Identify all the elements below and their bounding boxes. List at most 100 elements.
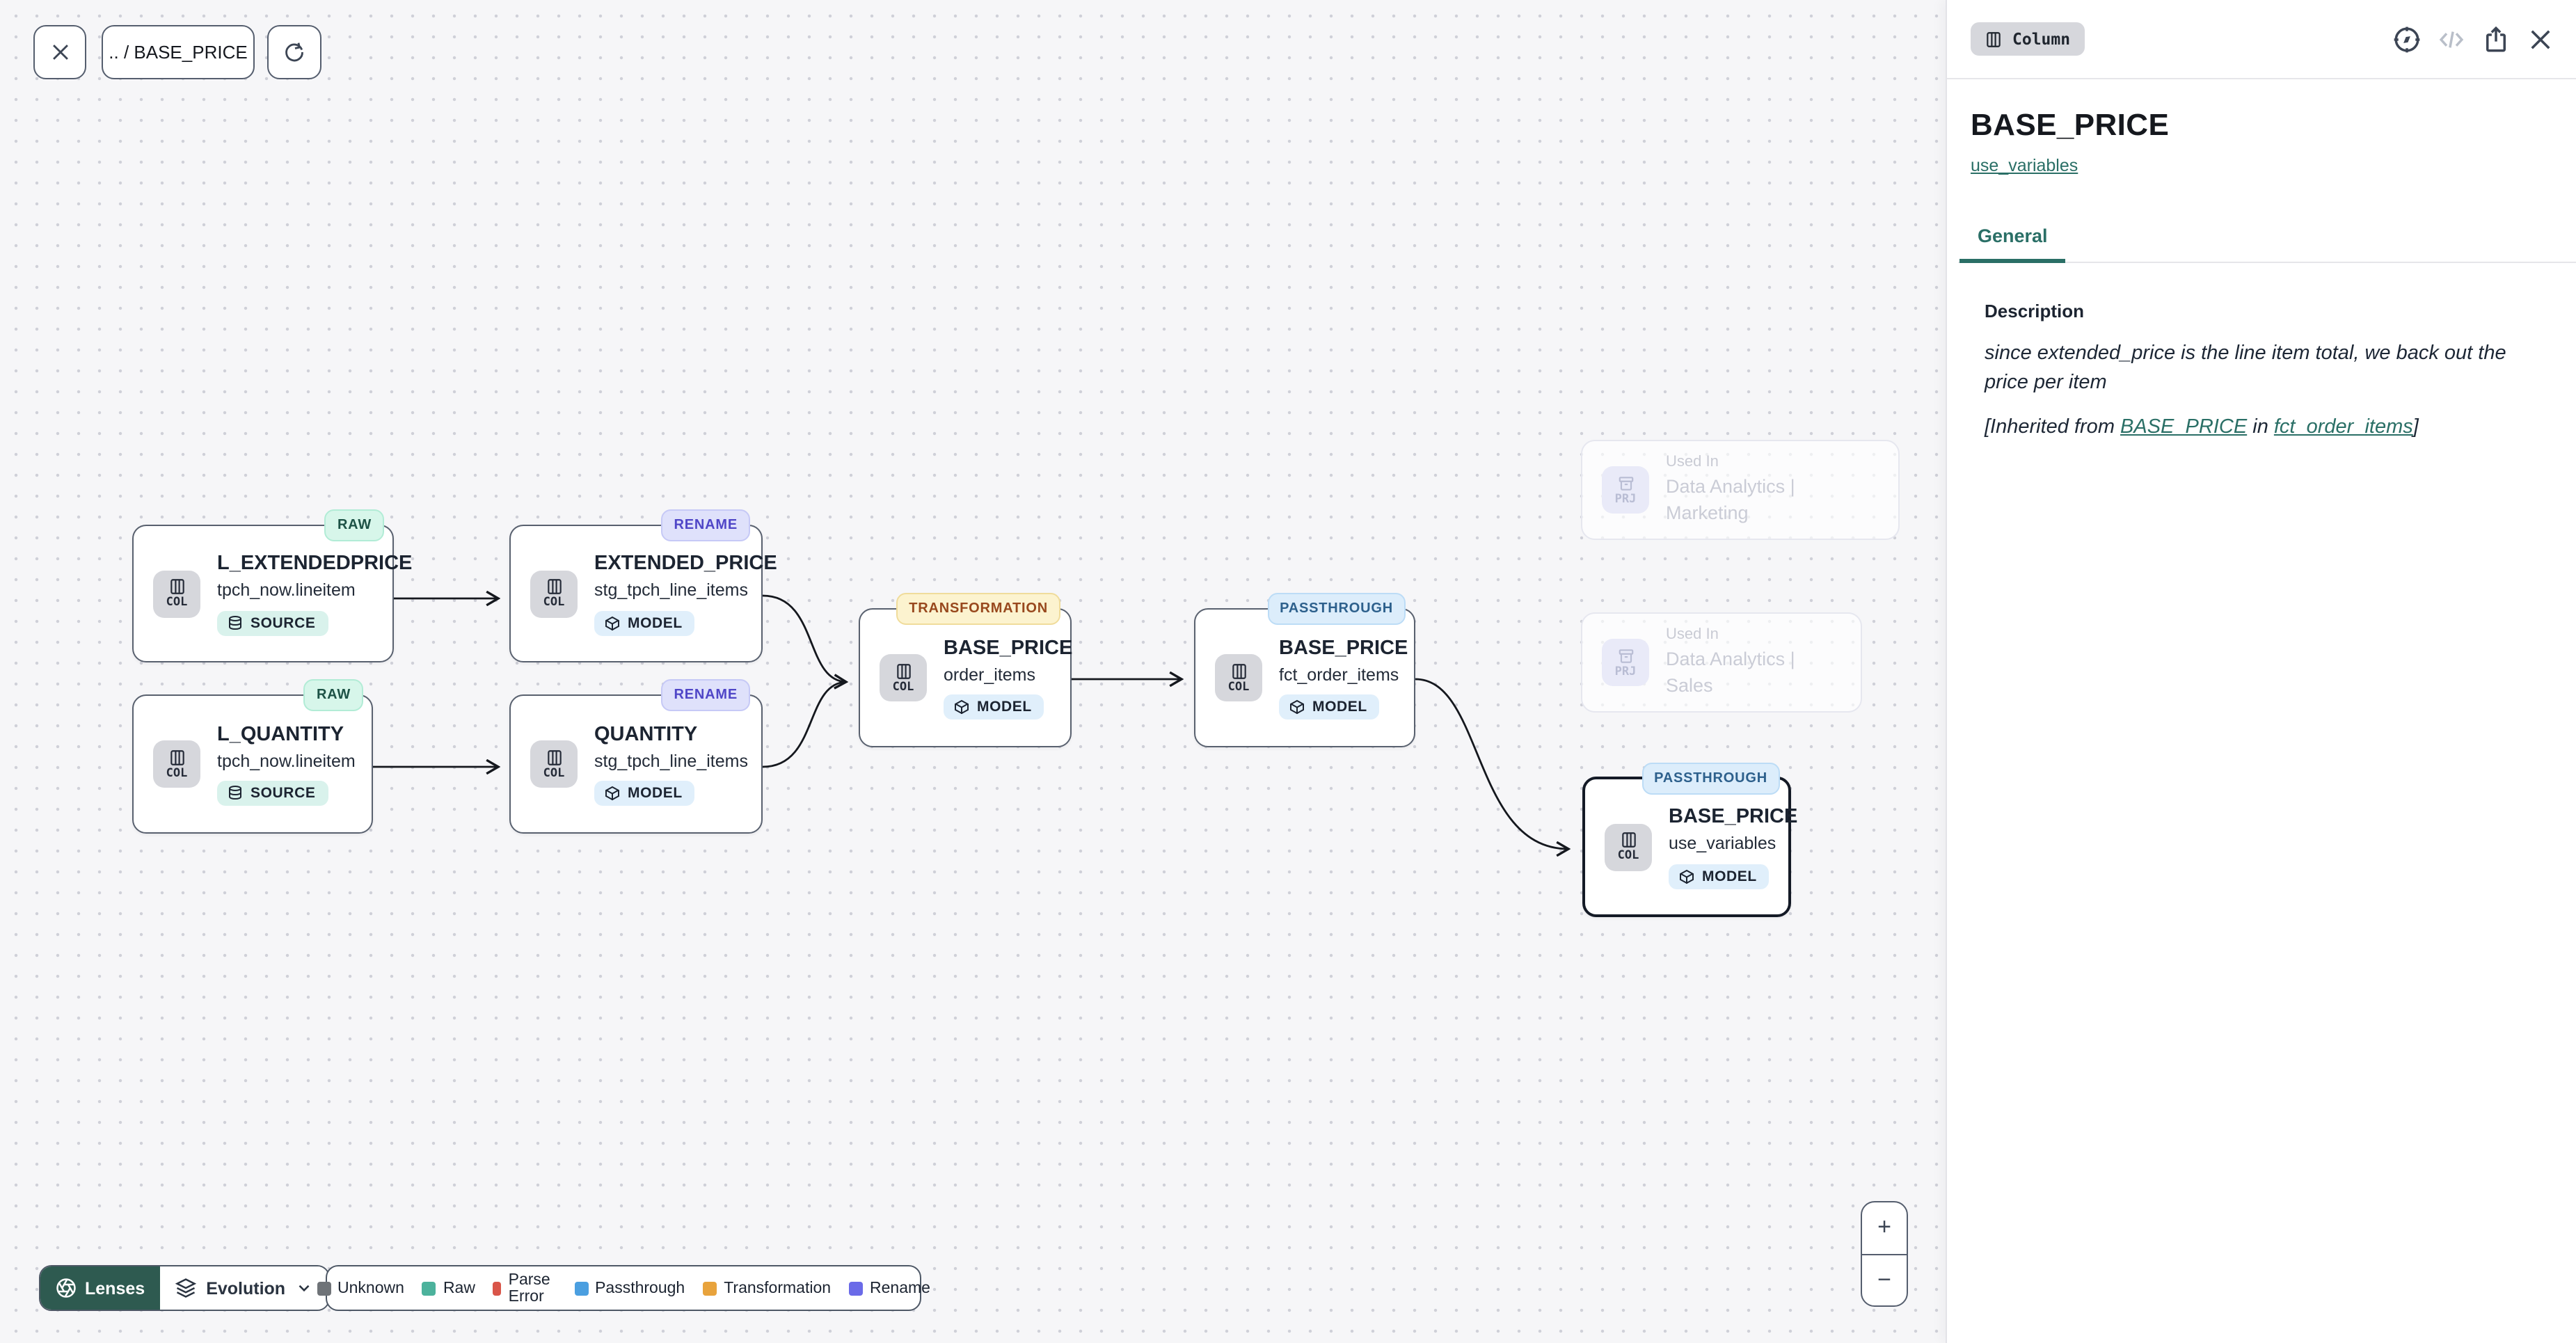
used-in-label: Used In — [1666, 626, 1719, 644]
panel-header: Column — [1947, 0, 2576, 79]
node-badge: TRANSFORMATION — [896, 593, 1060, 625]
kind-pill: MODEL — [1279, 694, 1380, 720]
legend-swatch — [703, 1281, 717, 1295]
zoom-out-button[interactable]: − — [1877, 1266, 1891, 1293]
edge-fctorderitems-usevariables — [1415, 678, 1568, 849]
used-in-card-marketing[interactable]: PRJ Used In Data Analytics | Marketing — [1581, 440, 1900, 540]
share-button[interactable] — [2481, 24, 2511, 54]
kind-pill: SOURCE — [217, 610, 328, 636]
breadcrumb[interactable]: .. / BASE_PRICE — [102, 25, 255, 79]
legend-swatch — [493, 1281, 502, 1295]
legend-swatch — [574, 1281, 589, 1295]
column-type-chip: COL — [1605, 823, 1652, 871]
kind-pill: MODEL — [594, 610, 695, 636]
legend-swatch — [849, 1281, 864, 1295]
lenses-button[interactable]: Lenses — [40, 1266, 161, 1310]
edge-extendedprice-baseprice — [762, 594, 846, 682]
zoom-in-button[interactable]: + — [1862, 1202, 1907, 1255]
column-type-chip: COL — [530, 570, 578, 617]
legend-swatch — [317, 1281, 331, 1295]
node-badge: RAW — [324, 509, 384, 541]
node-badge: RENAME — [661, 509, 750, 541]
close-panel-button[interactable] — [2526, 24, 2555, 54]
close-icon — [2531, 29, 2550, 49]
used-in-project: Data Analytics | Marketing — [1666, 475, 1795, 523]
panel-title: BASE_PRICE — [1971, 107, 2170, 142]
compass-icon — [2394, 26, 2420, 52]
node-source: fct_order_items — [1279, 665, 1399, 685]
node-base-price-use-variables[interactable]: PASSTHROUGH COL BASE_PRICE use_variables… — [1582, 763, 1798, 917]
legend-item: Parse Error — [493, 1271, 556, 1305]
refresh-button[interactable] — [267, 25, 321, 79]
node-badge: RAW — [303, 679, 363, 711]
column-type-chip: COL — [153, 740, 200, 788]
description-heading: Description — [1985, 301, 2085, 321]
node-base-price-order-items[interactable]: TRANSFORMATION COL BASE_PRICE order_item… — [859, 593, 1073, 747]
node-title: BASE_PRICE — [1279, 637, 1408, 660]
node-extended-price[interactable]: RENAME COL EXTENDED_PRICE stg_tpch_line_… — [509, 509, 777, 662]
legend-swatch — [422, 1281, 436, 1295]
cube-icon — [605, 786, 619, 801]
edge-quantity-baseprice — [762, 681, 847, 768]
columns-icon — [1621, 832, 1635, 848]
cube-icon — [605, 616, 619, 630]
project-chip: PRJ — [1602, 639, 1649, 686]
entity-type-badge: Column — [1971, 22, 2085, 56]
node-title: EXTENDED_PRICE — [594, 553, 777, 575]
close-lineage-button[interactable] — [33, 25, 86, 79]
node-source: stg_tpch_line_items — [594, 751, 748, 771]
columns-icon — [547, 749, 561, 765]
used-in-label: Used In — [1666, 454, 1719, 471]
legend-item: Raw — [422, 1280, 475, 1296]
columns-icon — [896, 663, 910, 679]
columns-icon — [170, 749, 184, 765]
columns-icon — [1232, 663, 1246, 679]
legend-item: Transformation — [703, 1280, 831, 1296]
columns-icon — [1987, 31, 2001, 47]
tab-general[interactable]: General — [1959, 225, 2066, 263]
node-source: tpch_now.lineitem — [217, 751, 356, 771]
lens-select[interactable]: Evolution — [160, 1266, 329, 1310]
inherited-note: [Inherited from BASE_PRICE in fct_order_… — [1985, 416, 2419, 439]
cube-icon — [1680, 869, 1694, 884]
zoom-controls: + − — [1861, 1201, 1908, 1307]
node-title: L_EXTENDEDPRICE — [217, 553, 413, 575]
node-source: tpch_now.lineitem — [217, 580, 356, 601]
columns-icon — [170, 579, 184, 595]
node-l-quantity[interactable]: RAW COL L_QUANTITY tpch_now.lineitem SOU… — [132, 679, 373, 834]
model-link[interactable]: use_variables — [1971, 156, 2078, 175]
node-source: stg_tpch_line_items — [594, 580, 748, 601]
node-title: QUANTITY — [594, 723, 698, 746]
node-badge: RENAME — [661, 679, 750, 711]
node-title: L_QUANTITY — [217, 723, 344, 746]
explore-compass-button[interactable] — [2392, 24, 2422, 54]
inherited-column-link[interactable]: BASE_PRICE — [2120, 416, 2248, 439]
view-code-button[interactable] — [2437, 24, 2466, 54]
node-title: BASE_PRICE — [1669, 806, 1798, 829]
node-source: order_items — [944, 665, 1035, 685]
kind-pill: MODEL — [944, 694, 1044, 720]
lenses-bar: Lenses Evolution — [39, 1265, 331, 1311]
inherited-model-link[interactable]: fct_order_items — [2273, 416, 2413, 439]
layers-icon — [175, 1278, 197, 1298]
archive-icon — [1618, 476, 1633, 491]
legend-item: Passthrough — [574, 1280, 685, 1296]
used-in-project: Data Analytics | Sales — [1666, 648, 1795, 696]
cube-icon — [955, 700, 969, 715]
node-source: use_variables — [1669, 834, 1776, 854]
node-quantity[interactable]: RENAME COL QUANTITY stg_tpch_line_items … — [509, 679, 763, 834]
column-type-chip: COL — [1215, 654, 1262, 701]
panel-tabs: General — [1958, 225, 2576, 263]
description-section: Description since extended_price is the … — [1971, 301, 2552, 438]
refresh-icon — [285, 42, 303, 62]
share-export-icon — [2486, 25, 2506, 51]
node-l-extendedprice[interactable]: RAW COL L_EXTENDEDPRICE tpch_now.lineite… — [132, 509, 413, 662]
chevron-down-icon — [299, 1285, 310, 1292]
columns-icon — [547, 579, 561, 595]
column-type-chip: COL — [153, 570, 200, 617]
node-title: BASE_PRICE — [944, 637, 1073, 660]
details-panel: Column BASE_PRICE use_variables — [1946, 0, 2576, 1343]
node-base-price-fct-order-items[interactable]: PASSTHROUGH COL BASE_PRICE fct_order_ite… — [1194, 593, 1415, 747]
used-in-card-sales[interactable]: PRJ Used In Data Analytics | Sales — [1581, 612, 1862, 713]
